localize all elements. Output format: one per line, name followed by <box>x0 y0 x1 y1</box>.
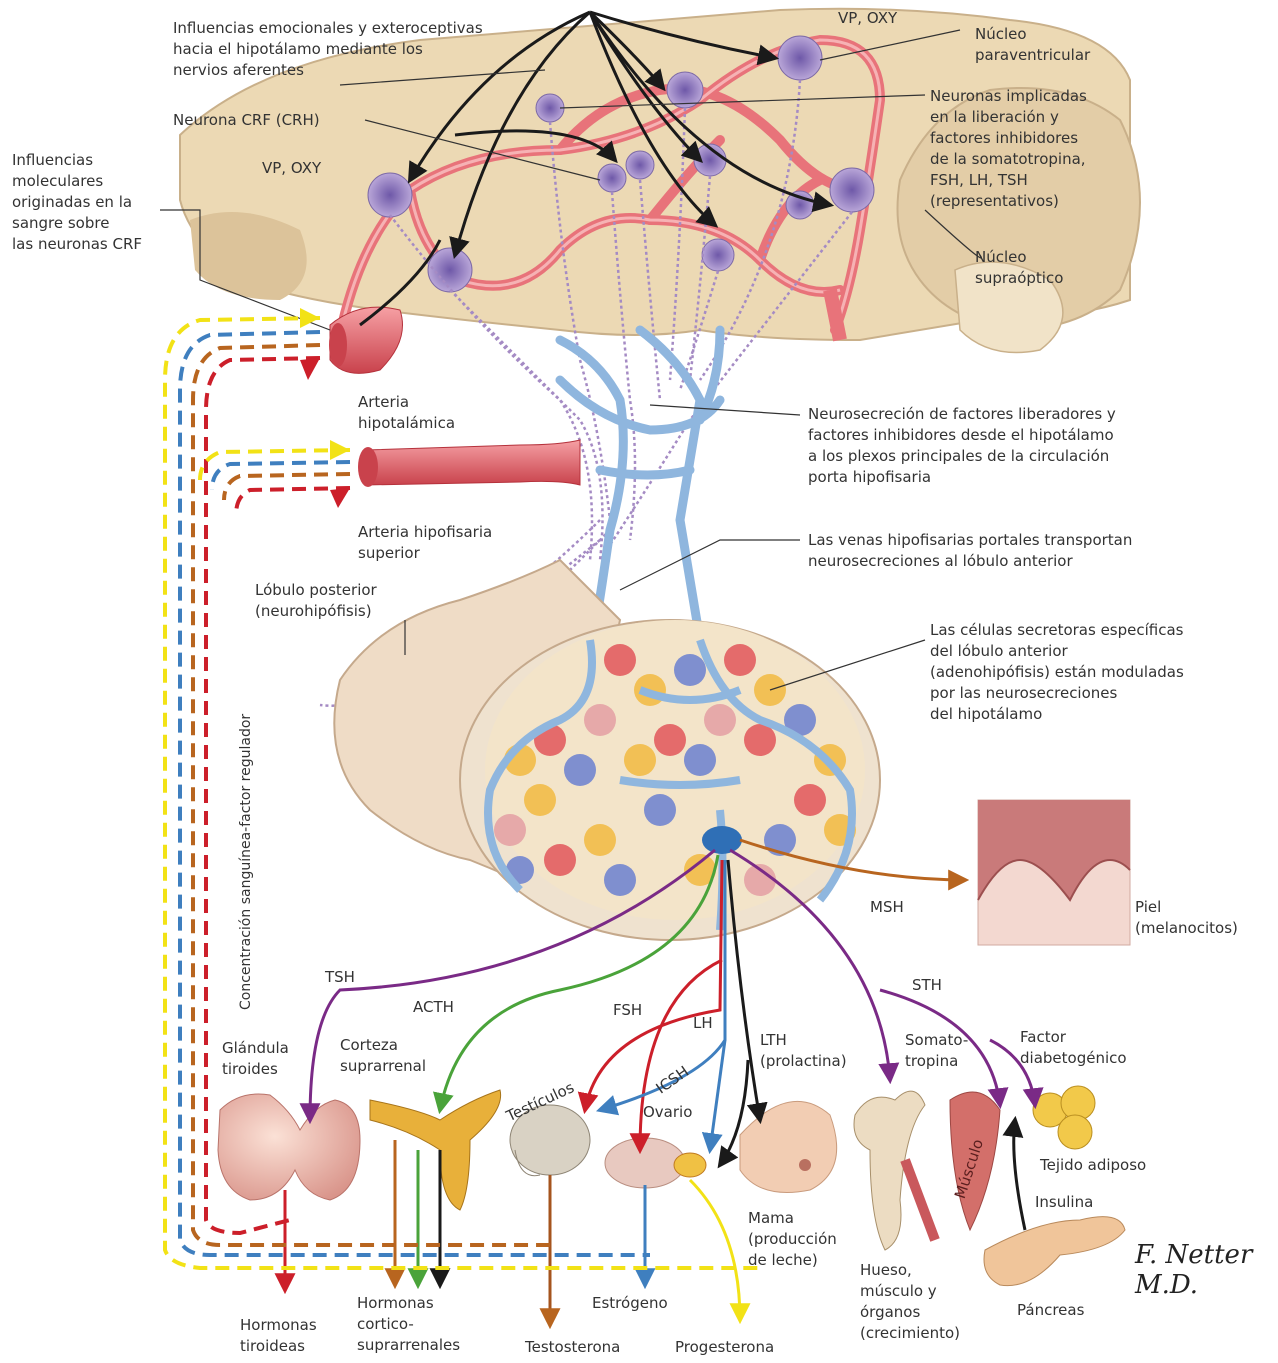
neuron-cell <box>428 248 472 292</box>
posterior-lobe-label: Lóbulo posterior (neurohipófisis) <box>255 580 377 622</box>
breast <box>740 1101 837 1192</box>
neuron-cell <box>702 239 734 271</box>
neuron-cell <box>830 168 874 212</box>
adrenal-cortex-label: Corteza suprarrenal <box>340 1035 426 1077</box>
adipose-tissue-label: Tejido adiposo <box>1040 1155 1146 1176</box>
diabetogenic-factor-label: Factor diabetogénico <box>1020 1027 1127 1069</box>
testosterone-label: Testosterona <box>525 1337 620 1358</box>
tsh-label: TSH <box>325 967 355 988</box>
neurosecretion-label: Neurosecreción de factores liberadores y… <box>808 404 1116 488</box>
vp-oxy-left-label: VP, OXY <box>262 158 321 179</box>
thyroid-hormones-label: Hormonas tiroideas <box>240 1315 317 1357</box>
regulator-concentration-label: Concentración sanguínea-factor regulador <box>238 714 254 1010</box>
superior-hypophyseal-artery-label: Arteria hipofisaria superior <box>358 522 492 564</box>
lh-label: LH <box>693 1013 713 1034</box>
neuron-cell <box>626 151 654 179</box>
adipose-tissue <box>1033 1086 1095 1149</box>
ovary-label: Ovario <box>643 1102 692 1123</box>
corticosteroid-hormones-label: Hormonas cortico- suprarrenales <box>357 1293 460 1356</box>
central-vein <box>702 826 742 854</box>
netter-signature: F. Netter M.D. <box>1135 1240 1278 1300</box>
lth-label: LTH (prolactina) <box>760 1030 847 1072</box>
somatotropin-label: Somato- tropina <box>905 1030 968 1072</box>
fsh-label: FSH <box>613 1000 642 1021</box>
skin-label: Piel (melanocitos) <box>1135 897 1238 939</box>
acth-label: ACTH <box>413 997 454 1018</box>
crf-neuron-label: Neurona CRF (CRH) <box>173 110 320 131</box>
secretory-cells-label: Las células secretoras específicas del l… <box>930 620 1184 725</box>
insulin-label: Insulina <box>1035 1192 1093 1213</box>
pancreas-label: Páncreas <box>1017 1300 1084 1321</box>
adrenal-cortex <box>370 1090 501 1210</box>
pancreas <box>984 1217 1125 1286</box>
portal-veins-label: Las venas hipofisarias portales transpor… <box>808 530 1132 572</box>
afferent-influences-label: Influencias emocionales y exteroceptivas… <box>173 18 483 81</box>
thyroid-gland-label: Glándula tiroides <box>222 1038 289 1080</box>
bone-muscle-organs-label: Hueso, músculo y órganos (crecimiento) <box>860 1260 960 1344</box>
molecular-influences-label: Influencias moleculares originadas en la… <box>12 150 142 255</box>
release-neurons-label: Neuronas implicadas en la liberación y f… <box>930 86 1087 212</box>
neuron-cell <box>778 36 822 80</box>
sth-label: STH <box>912 975 942 996</box>
neuron-cell <box>536 94 564 122</box>
paraventricular-nucleus-label: Núcleo paraventricular <box>975 24 1090 66</box>
anterior-lobe <box>460 620 880 940</box>
hypothalamic-artery-label: Arteria hipotalámica <box>358 392 455 434</box>
supraoptic-nucleus-label: Núcleo supraóptico <box>975 247 1063 289</box>
estrogen-label: Estrógeno <box>592 1293 668 1314</box>
msh-label: MSH <box>870 897 904 918</box>
thyroid-gland <box>218 1094 360 1200</box>
bone <box>854 1091 935 1250</box>
progesterone-label: Progesterona <box>675 1337 774 1358</box>
skin-section <box>978 800 1130 945</box>
neuron-cell <box>368 173 412 217</box>
neuron-cell <box>598 164 626 192</box>
breast-label: Mama (producción de leche) <box>748 1208 837 1271</box>
vp-oxy-top-label: VP, OXY <box>838 8 897 29</box>
